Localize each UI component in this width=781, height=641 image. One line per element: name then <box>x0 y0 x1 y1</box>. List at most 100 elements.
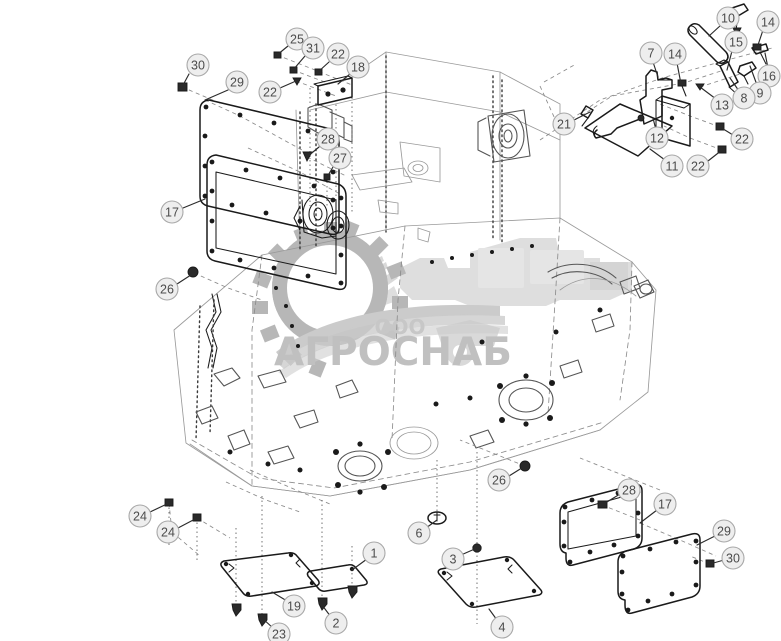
callout-balloon[interactable] <box>301 36 325 60</box>
callout-balloon[interactable] <box>441 547 465 571</box>
callout-12[interactable]: 12 <box>645 117 669 150</box>
callout-number: 12 <box>650 132 664 146</box>
callout-balloon[interactable] <box>730 127 754 151</box>
callout-balloon[interactable] <box>732 86 756 110</box>
callout-22[interactable]: 22 <box>258 80 297 104</box>
callout-15[interactable]: 15 <box>724 30 748 71</box>
callout-balloon[interactable] <box>160 200 184 224</box>
callout-balloon[interactable] <box>225 70 249 94</box>
callout-balloon[interactable] <box>710 93 734 117</box>
callout-balloon[interactable] <box>490 615 514 639</box>
callout-balloon[interactable] <box>712 519 736 543</box>
callout-10[interactable]: 10 <box>708 6 740 37</box>
callout-30[interactable]: 30 <box>709 546 745 570</box>
callout-14[interactable]: 14 <box>663 42 687 85</box>
callout-25[interactable]: 25 <box>276 27 309 56</box>
callout-balloon[interactable] <box>316 127 340 151</box>
callout-leader <box>508 465 526 477</box>
callout-balloon[interactable] <box>639 41 663 65</box>
callout-16[interactable]: 16 <box>757 52 781 88</box>
callout-6[interactable]: 6 <box>407 519 438 545</box>
watermark-company-name: АГРОСНАБ <box>274 330 512 375</box>
callout-13[interactable]: 13 <box>699 86 734 117</box>
callout-26[interactable]: 26 <box>487 465 526 492</box>
callout-leader <box>709 559 725 565</box>
callout-number: 22 <box>331 48 345 62</box>
callout-26[interactable]: 26 <box>155 272 195 301</box>
callout-19[interactable]: 19 <box>271 591 306 618</box>
callout-balloon[interactable] <box>128 504 152 528</box>
watermark-agrosnab: ООО АГРОСНАБ <box>252 220 632 378</box>
callout-24[interactable]: 24 <box>156 517 198 544</box>
callout-balloon[interactable] <box>326 42 350 66</box>
callout-leader <box>639 509 658 524</box>
callout-14[interactable]: 14 <box>756 10 780 49</box>
callout-leader <box>177 517 198 529</box>
callout-21[interactable]: 21 <box>552 111 591 136</box>
callout-22[interactable]: 22 <box>686 149 723 178</box>
callout-balloon[interactable] <box>328 146 352 170</box>
callout-28[interactable]: 28 <box>601 478 641 506</box>
callout-number: 27 <box>333 152 347 166</box>
callout-24[interactable]: 24 <box>128 502 170 528</box>
callout-number: 25 <box>290 33 304 47</box>
callout-29[interactable]: 29 <box>204 70 249 101</box>
callout-31[interactable]: 31 <box>292 36 325 71</box>
callout-balloon[interactable] <box>721 546 745 570</box>
callout-leader <box>601 493 621 506</box>
callout-balloon[interactable] <box>186 53 210 77</box>
callout-balloon[interactable] <box>552 112 576 136</box>
callout-balloon[interactable] <box>660 154 684 178</box>
callout-leader <box>326 166 334 178</box>
fasteners-bolts-lower <box>231 585 358 627</box>
callout-23[interactable]: 23 <box>261 617 291 641</box>
callout-1[interactable]: 1 <box>351 541 386 571</box>
callout-3[interactable]: 3 <box>441 547 478 571</box>
callout-balloon[interactable] <box>756 10 780 34</box>
callout-balloon[interactable] <box>282 594 306 618</box>
callout-number: 22 <box>735 133 749 147</box>
callout-number: 2 <box>333 617 340 631</box>
callout-balloon[interactable] <box>653 492 677 516</box>
callout-balloon[interactable] <box>645 126 669 150</box>
callout-number: 6 <box>416 527 423 541</box>
callout-leader <box>149 502 170 513</box>
callout-7[interactable]: 7 <box>639 41 663 78</box>
callout-balloon[interactable] <box>156 520 180 544</box>
hub-right-upper <box>477 109 531 163</box>
callout-18[interactable]: 18 <box>337 55 370 85</box>
callout-balloon[interactable] <box>487 468 511 492</box>
callout-balloon[interactable] <box>686 154 710 178</box>
callout-4[interactable]: 4 <box>488 608 514 639</box>
callout-balloon[interactable] <box>346 55 370 79</box>
callout-leader <box>306 146 320 158</box>
callout-number: 8 <box>741 92 748 106</box>
callout-17[interactable]: 17 <box>639 492 677 524</box>
callout-balloon[interactable] <box>362 541 386 565</box>
callout-8[interactable]: 8 <box>729 77 756 110</box>
callout-balloon[interactable] <box>716 6 740 30</box>
callout-balloon[interactable] <box>724 30 748 54</box>
callout-balloon[interactable] <box>663 42 687 66</box>
callout-balloon[interactable] <box>324 611 348 635</box>
callout-leader <box>707 149 723 162</box>
callout-29[interactable]: 29 <box>696 519 736 546</box>
callout-27[interactable]: 27 <box>326 146 352 178</box>
callout-balloon[interactable] <box>155 277 179 301</box>
callout-number: 31 <box>306 42 320 56</box>
callout-balloon[interactable] <box>267 622 291 641</box>
callout-22[interactable]: 22 <box>719 126 754 151</box>
callout-2[interactable]: 2 <box>321 604 348 635</box>
callout-balloon[interactable] <box>258 80 282 104</box>
callout-17[interactable]: 17 <box>160 198 206 224</box>
callout-balloon[interactable] <box>617 478 641 502</box>
callout-number: 3 <box>450 553 457 567</box>
callout-28[interactable]: 28 <box>306 127 340 158</box>
callout-22[interactable]: 22 <box>317 42 350 73</box>
callout-11[interactable]: 11 <box>649 148 684 178</box>
callout-30[interactable]: 30 <box>181 53 210 88</box>
callout-balloon[interactable] <box>407 521 431 545</box>
callout-leader <box>719 126 734 136</box>
